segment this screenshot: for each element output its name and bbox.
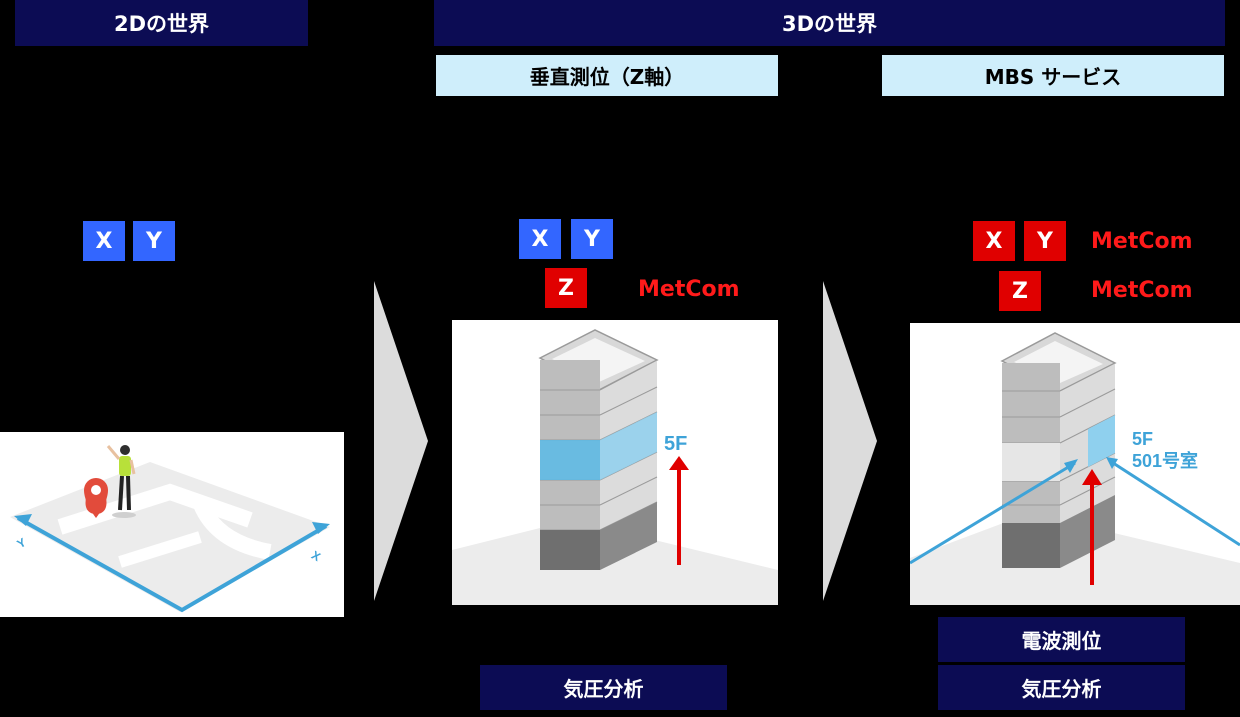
axis-lines	[14, 514, 330, 613]
flow-arrow	[374, 281, 428, 601]
building-icon	[1000, 332, 1117, 568]
footer-pressure-analysis: 気圧分析	[480, 665, 727, 710]
subheader-vertical-positioning: 垂直測位（Z軸）	[436, 55, 778, 96]
metcom-label: MetCom	[1091, 229, 1193, 254]
building-room-illustration: 5F 501号室	[910, 323, 1240, 605]
footer-radio-positioning: 電波測位	[938, 617, 1185, 662]
vertical-arrow	[669, 456, 689, 565]
map-2d-illustration: Y X	[0, 432, 344, 617]
building-floor-illustration: 5F	[452, 320, 778, 605]
person-icon	[106, 445, 136, 518]
room-label: 501号室	[1132, 450, 1198, 471]
badge-x: X	[973, 221, 1015, 261]
signal-lines	[910, 457, 1240, 565]
floor-label: 5F	[664, 433, 687, 455]
footer-pressure-analysis: 気圧分析	[938, 665, 1185, 710]
badge-y: Y	[133, 221, 175, 261]
metcom-label: MetCom	[638, 277, 740, 302]
badge-x: X	[83, 221, 125, 261]
badge-y: Y	[1024, 221, 1066, 261]
floor-label: 5F	[1132, 429, 1153, 449]
badge-y: Y	[571, 219, 613, 259]
badge-x: X	[519, 219, 561, 259]
flow-arrow	[823, 281, 877, 601]
axis-x-label: X	[309, 548, 323, 564]
building-icon	[538, 329, 659, 570]
axis-y-label: Y	[15, 535, 29, 551]
badge-z: Z	[999, 271, 1041, 311]
header-2d-world: 2Dの世界	[15, 0, 308, 46]
location-pin-icon	[84, 478, 108, 518]
vertical-arrow	[1082, 469, 1102, 585]
header-3d-world: 3Dの世界	[434, 0, 1225, 46]
metcom-label: MetCom	[1091, 278, 1193, 303]
badge-z: Z	[545, 268, 587, 308]
subheader-mbs-service: MBS サービス	[882, 55, 1224, 96]
